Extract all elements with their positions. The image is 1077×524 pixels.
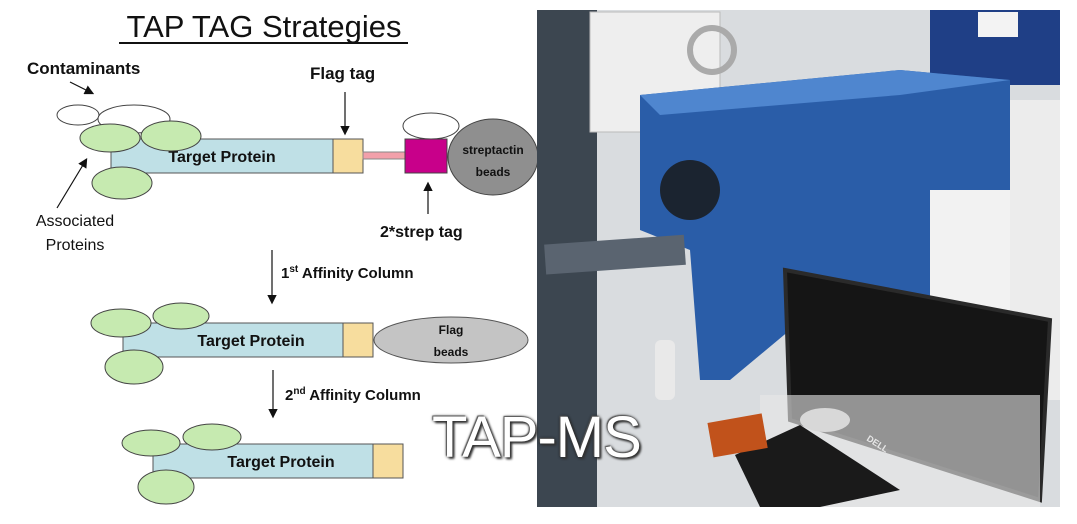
contaminants-arrow [69,81,95,95]
associated-protein [79,123,141,153]
target-protein-bar [110,138,334,174]
associated-arrow [56,157,88,209]
associated-protein [137,469,195,505]
associated-protein [140,120,202,152]
associated-protein [90,308,152,338]
cd [800,408,850,432]
target-protein-label: Target Protein [227,454,334,471]
strep-tag-label: 2*strep tag [380,224,463,241]
flag-beads-label-2: beads [434,345,469,359]
streptactin-label-1: streptactin [462,143,523,157]
target-protein-label: Target Protein [197,333,304,350]
diagram-title: TAP TAG Strategies [126,9,401,44]
associated-protein [104,349,164,385]
associated-label-1: Associated [36,213,114,230]
tap-ms-overlay: TAP-MS [432,405,642,470]
ion-source [687,25,737,75]
associated-protein [182,423,242,451]
associated-label-2: Proteins [46,237,105,254]
step1-label: 1st Affinity Column [281,264,414,282]
target-protein-label: Target Protein [168,149,275,166]
flag-tag-box [332,138,364,174]
source-housing [660,160,720,220]
associated-protein [91,166,153,200]
mass-spectrometer [640,70,1010,380]
flag-beads [373,316,529,364]
contaminants-label: Contaminants [27,59,140,78]
streptactin-beads [447,118,539,196]
target-protein-bar [122,322,344,358]
flag-beads-label-1: Flag [439,323,464,337]
contaminant-ellipse [56,104,100,126]
strep-tag-box [404,138,448,174]
step2-label: 2nd Affinity Column [285,386,421,404]
keyboard [735,425,900,507]
streptactin-label-2: beads [476,165,511,179]
associated-protein [121,429,181,457]
flag-tag-box [372,443,404,479]
lab-photo: DELL [537,10,1060,507]
flag-tag-box [342,322,374,358]
target-protein-bar [152,443,374,479]
contaminant-ellipse [402,112,460,140]
flag-tag-label: Flag tag [310,64,375,83]
linker [362,151,406,160]
orange-box [707,413,768,458]
associated-protein [152,302,210,330]
